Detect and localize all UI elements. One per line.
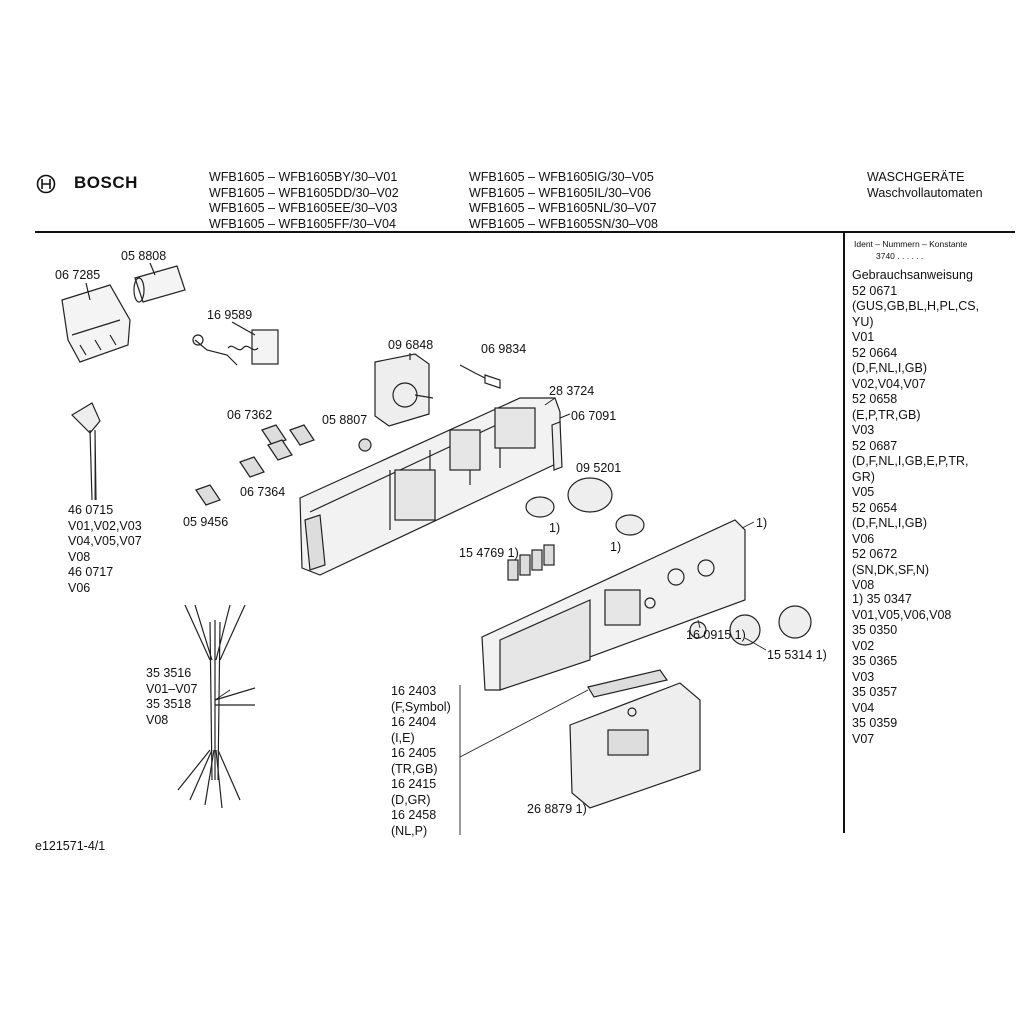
part-label: 16 9589	[207, 308, 253, 322]
drawing-id: e121571-4/1	[35, 839, 106, 853]
footnote-line: 35 0365	[852, 654, 898, 668]
detergent-drawer-part	[569, 682, 701, 809]
footnote-line: V01,V05,V06,V08	[852, 607, 952, 622]
capacitor-part	[133, 265, 186, 303]
knob-parts	[525, 477, 812, 646]
model-line: WFB1605 – WFB1605BY/30–V01	[209, 170, 398, 184]
footnote-line: V07	[852, 731, 875, 746]
leader-line	[85, 282, 91, 301]
manual-line: V03	[852, 423, 875, 437]
manual-line: 52 0671	[852, 283, 898, 298]
footnote-line: 35 0359	[852, 716, 898, 730]
part-label: 15 4769 1)	[459, 546, 519, 560]
part-label: 06 9834	[481, 342, 527, 356]
ident-block: Ident – Nummern – Konstante 3740 . . . .…	[854, 238, 967, 262]
footnote-line: 1) 35 0347	[852, 592, 912, 606]
bracket-part	[61, 284, 131, 363]
leader-line	[231, 321, 256, 336]
manual-line: 52 0654	[852, 500, 898, 515]
part-label: 09 6848	[388, 338, 434, 352]
footnote-list: 1) 35 0347 V01,V05,V06,V08 35 0350 V02 3…	[852, 592, 951, 747]
leader-line	[559, 413, 571, 419]
model-line: WFB1605 – WFB1605SN/30–V08	[469, 216, 658, 231]
clip-part	[551, 421, 563, 471]
sensor-part	[459, 364, 501, 389]
manual-line: V01	[852, 330, 875, 344]
models-column-1: WFB1605 – WFB1605BY/30–V01 WFB1605 – WFB…	[209, 170, 399, 232]
model-line: WFB1605 – WFB1605IG/30–V05	[469, 170, 654, 184]
part-label: 06 7362	[227, 408, 273, 422]
part-label: 09 5201	[576, 461, 622, 475]
ident-value: 3740 . . . . . .	[876, 251, 924, 261]
manual-line: Gebrauchsanweisung	[852, 268, 973, 282]
manual-line: V05	[852, 485, 875, 499]
footnote-line: V02	[852, 638, 875, 653]
part-label: 28 3724	[549, 384, 595, 398]
part-label: 26 8879 1)	[527, 802, 587, 816]
part-label: 05 8807	[322, 413, 368, 427]
part-label: 15 5314 1)	[767, 648, 827, 662]
manual-line: GR)	[852, 469, 875, 484]
model-line: WFB1605 – WFB1605IL/30–V06	[469, 185, 652, 200]
bosch-logo-icon	[36, 174, 56, 194]
brand-name: BOSCH	[74, 173, 138, 192]
button-block-part	[507, 544, 555, 581]
manual-line: 52 0664	[852, 345, 898, 360]
part-label: 05 9456	[183, 515, 229, 529]
manual-line: (D,F,NL,I,GB)	[852, 516, 928, 530]
model-line: WFB1605 – WFB1605FF/30–V04	[209, 216, 396, 231]
manual-line: YU)	[852, 314, 874, 329]
header-divider	[35, 231, 1015, 233]
footnote-marker: 1)	[610, 540, 622, 554]
part-label: 05 8808	[121, 249, 167, 263]
switch-parts	[195, 424, 372, 506]
sidebar-divider	[843, 233, 845, 833]
footnote-line: 35 0357	[852, 685, 898, 699]
model-line: WFB1605 – WFB1605NL/30–V07	[469, 201, 657, 215]
subcategory: Waschvollautomaten	[867, 185, 983, 200]
ident-label: Ident – Nummern – Konstante	[854, 239, 968, 249]
label-strip-part	[587, 669, 669, 698]
leader-line	[149, 262, 156, 276]
power-cable-part	[71, 402, 101, 501]
manual-line: (SN,DK,SF,N)	[852, 562, 930, 577]
footnote-line: V04	[852, 700, 875, 715]
manual-line: 52 0687	[852, 438, 898, 453]
part-label: 06 7091	[571, 409, 617, 423]
category-block: WASCHGERÄTE Waschvollautomaten	[867, 170, 983, 201]
manual-line: (D,F,NL,I,GB,E,P,TR,	[852, 454, 969, 468]
footnote-line: 35 0350	[852, 623, 898, 637]
part-label: 06 7364	[240, 485, 286, 499]
control-panel-frame	[299, 397, 561, 576]
manual-line: 52 0658	[852, 392, 898, 406]
models-column-2: WFB1605 – WFB1605IG/30–V05 WFB1605 – WFB…	[469, 170, 658, 232]
model-line: WFB1605 – WFB1605EE/30–V03	[209, 201, 398, 215]
front-fascia-part	[481, 519, 746, 691]
manual-line: (GUS,GB,BL,H,PL,CS,	[852, 299, 980, 313]
manual-line: 52 0672	[852, 547, 898, 561]
model-line: WFB1605 – WFB1605DD/30–V02	[209, 185, 399, 200]
timer-part	[374, 353, 434, 427]
manual-line: V02,V04,V07	[852, 376, 926, 391]
part-label: 16 0915 1)	[686, 628, 746, 642]
manual-line: V06	[852, 531, 875, 546]
manual-line: V08	[852, 578, 875, 592]
category: WASCHGERÄTE	[867, 170, 965, 184]
label-strip-variants: 16 2403(F,Symbol)16 2404 (I,E)16 2405(TR…	[391, 684, 451, 838]
pressure-switch-part	[192, 329, 279, 366]
manual-line: (E,P,TR,GB)	[852, 407, 921, 422]
footnote-line: V03	[852, 669, 875, 684]
leader-lines	[94, 397, 767, 835]
part-label: 06 7285	[55, 268, 101, 282]
footnote-marker: 1)	[756, 516, 768, 530]
manual-line: (D,F,NL,I,GB)	[852, 361, 928, 375]
footnote-marker: 1)	[549, 521, 561, 535]
